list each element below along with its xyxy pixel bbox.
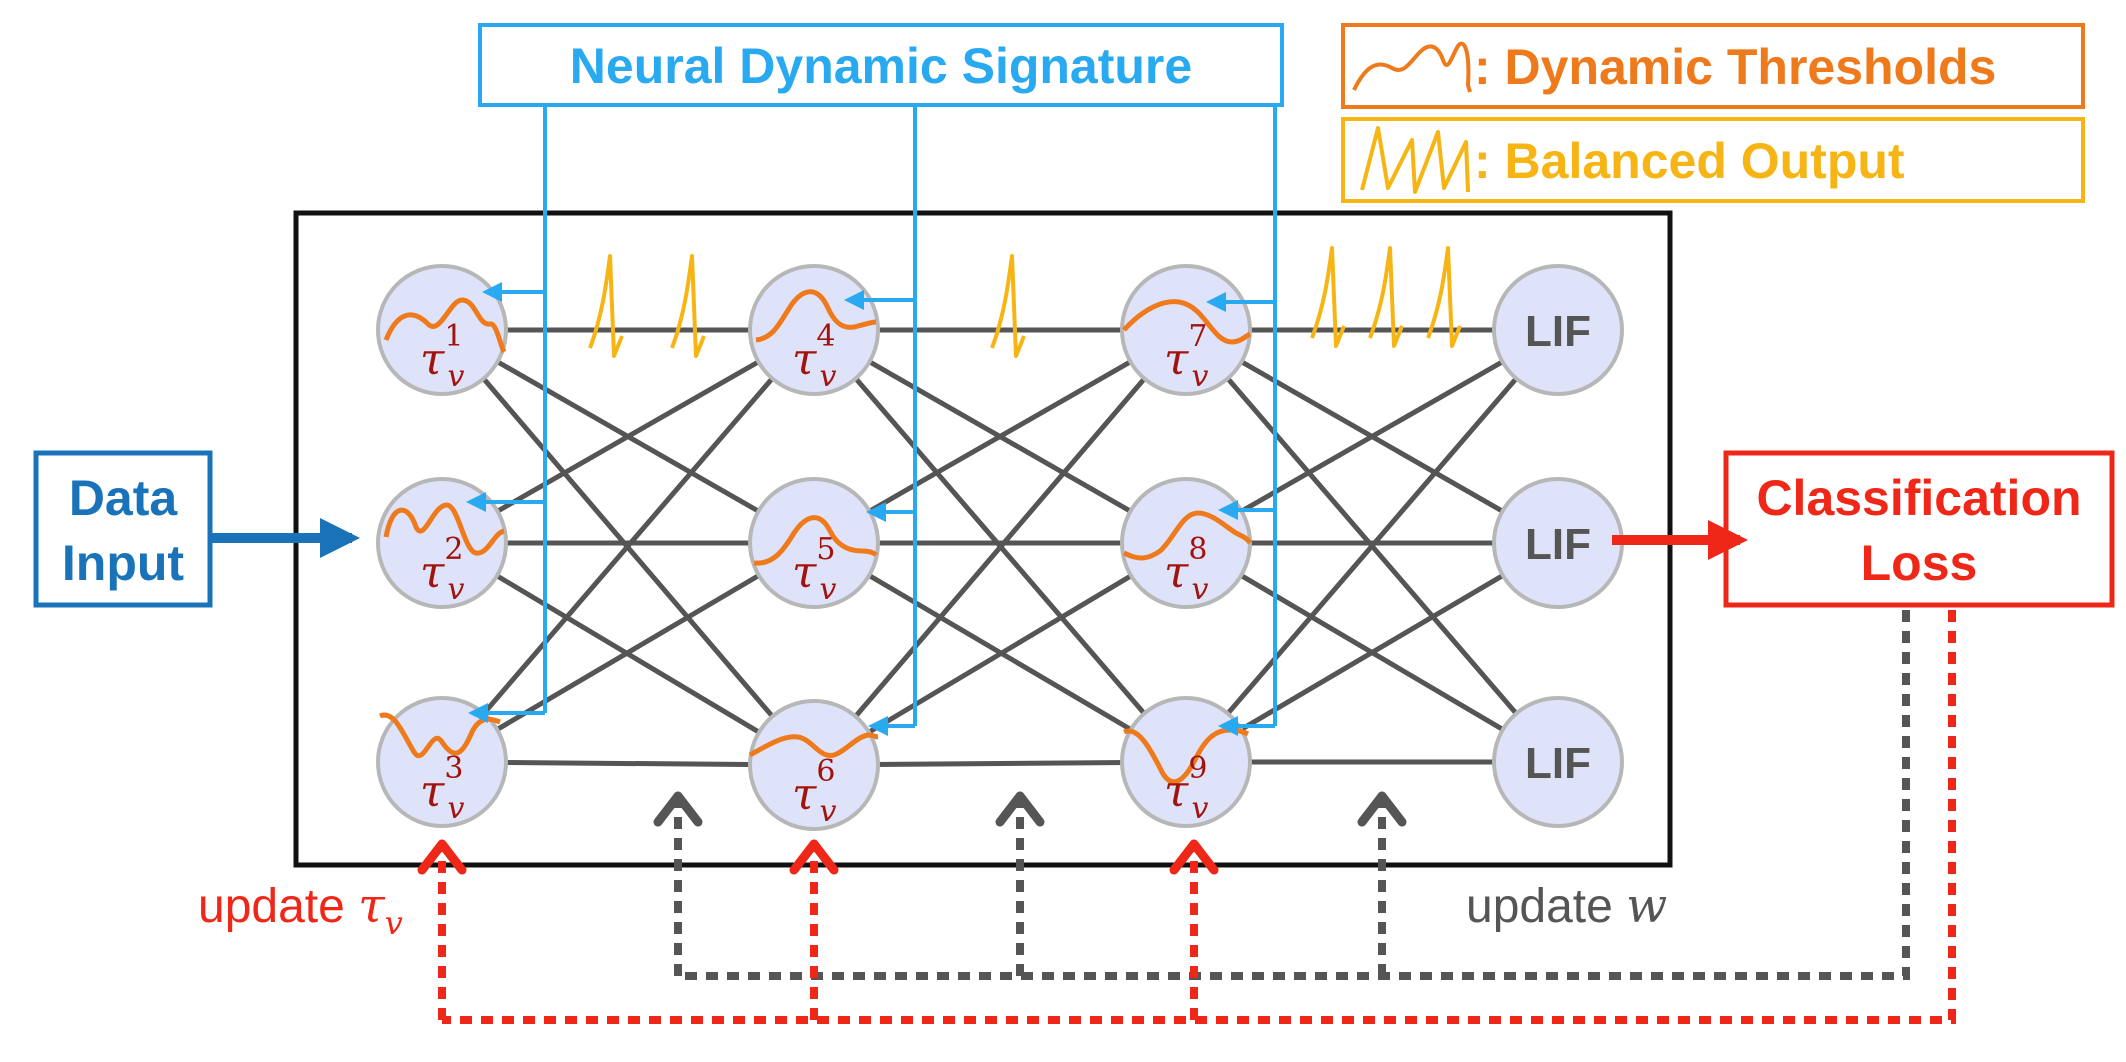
spike-train-icon [1360,126,1470,194]
synapse-line [812,328,1188,767]
threshold-wave [753,515,878,566]
lif-label: LIF [1525,520,1591,569]
signature-feed-lines [466,105,1277,736]
loss-line1: Classification [1756,470,2081,526]
synapse-line [1184,327,1560,546]
threshold-wave [383,502,505,556]
update-tau-arrow [417,839,467,875]
update-tau-label: update τv [198,878,403,942]
lif-neuron: LIF [1492,477,1624,609]
update-tau-arrow [789,839,839,875]
update-w-arrow [995,791,1045,827]
classification-loss-box: Classification Loss [1723,450,2115,608]
synapse-line [440,328,816,764]
synapse-line [440,327,816,546]
signature-box: Neural Dynamic Signature [478,23,1284,107]
output-spike [670,254,706,358]
output-spike [1426,246,1462,348]
update-paths [417,610,1956,1024]
synapse-line [1184,328,1560,764]
lif-neuron: LIF [1492,264,1624,396]
synapse-connections [440,327,1560,768]
balanced-output-spikes [588,246,1462,358]
update-w-label: update w [1466,878,1667,934]
update-tau-arrow [1169,839,1219,875]
synapse-line [440,540,816,765]
data-input-line2: Input [62,535,185,591]
neuron-body [748,477,880,609]
threshold-wave [383,297,507,354]
update-w-arrow [653,791,703,827]
threshold-wave [1122,510,1253,561]
output-spike [990,254,1026,358]
signature-label: Neural Dynamic Signature [570,38,1192,94]
threshold-wave-icon [1352,41,1472,93]
lif-label: LIF [1525,307,1591,356]
threshold-wave [755,289,877,343]
update-path [442,610,1956,1024]
output-spike [1310,246,1346,348]
update-path [678,610,1910,980]
threshold-wave [1122,299,1252,345]
neuron-body [748,699,880,831]
lif-label: LIF [1525,739,1591,788]
data-input-line1: Data [69,470,179,526]
legend-output-label: : Balanced Output [1474,133,1905,189]
neuron-body [376,264,508,396]
output-spike [1368,246,1404,348]
data-input-box: Data Input [33,450,213,608]
legend-thresholds-label: : Dynamic Thresholds [1474,39,1996,95]
loss-line2: Loss [1861,535,1978,591]
legend: : Dynamic Thresholds : Balanced Output [1341,23,2085,203]
update-w-arrow [1357,791,1407,827]
lif-neuron: LIF [1492,696,1624,828]
output-spike [588,254,624,358]
